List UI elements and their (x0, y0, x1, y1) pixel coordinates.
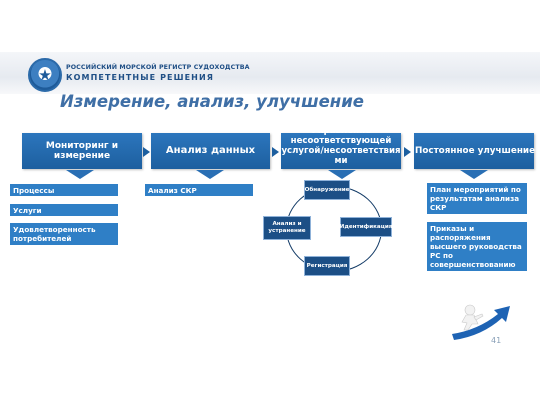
step-monitoring-label: Мониторинг и измерение (45, 141, 119, 161)
header-band (0, 52, 540, 94)
cycle-node-identification: Идентификация (340, 217, 392, 237)
list-item-processes: Процессы (10, 184, 118, 196)
cycle-node-analysis-elimination: Анализ и устранение (263, 216, 311, 240)
footer-band (0, 352, 540, 405)
list-item-action-plan: План мероприятий по результатам анализа … (427, 183, 527, 214)
person-growth-arrow-icon (452, 304, 510, 340)
register-logo-icon (28, 58, 62, 92)
list-item-management-orders: Приказы и распоряжения высшего руководст… (427, 222, 527, 278)
arrow-right-icon (143, 147, 150, 157)
arrow-right-icon (404, 147, 411, 157)
arrow-down-icon (328, 170, 356, 179)
arrow-down-icon (196, 170, 224, 179)
step-data-analysis-label: Анализ данных (165, 145, 256, 156)
arrow-down-icon (460, 170, 488, 179)
step-data-analysis: Анализ данных (151, 133, 270, 169)
logo-organization-name: РОССИЙСКИЙ МОРСКОЙ РЕГИСТР СУДОХОДСТВА (66, 64, 250, 71)
page-number: 41 (491, 336, 502, 345)
slide-title: Измерение, анализ, улучшение (60, 92, 364, 111)
arrow-right-icon (272, 147, 279, 157)
step-monitoring: Мониторинг и измерение (22, 133, 142, 169)
cycle-node-detection: Обнаружение (304, 180, 350, 200)
list-item-skr-analysis: Анализ СКР (145, 184, 253, 196)
step-continual-improvement: Постоянное улучшение (414, 133, 536, 169)
logo-slogan: КОМПЕТЕНТНЫЕ РЕШЕНИЯ (66, 73, 214, 82)
arrow-down-icon (66, 170, 94, 179)
step-nonconformity-label: Управление несоответствующей услугой/нес… (281, 126, 401, 166)
cycle-node-registration: Регистрация (304, 256, 350, 276)
list-item-services: Услуги (10, 204, 118, 216)
step-improvement-label: Постоянное улучшение (414, 146, 536, 156)
step-nonconformity-management: Управление несоответствующей услугой/нес… (281, 126, 401, 169)
list-item-customer-satisfaction: Удовлетворенность потребителей (10, 223, 118, 245)
